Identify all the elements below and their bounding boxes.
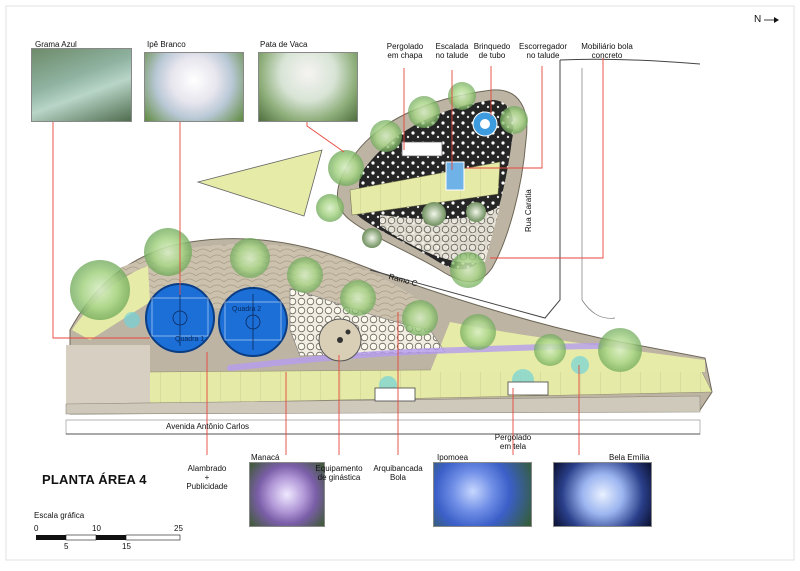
- label-bela-emilia: Bela Emília: [609, 453, 650, 462]
- scale-number: 0: [34, 524, 39, 533]
- lower-trees: [70, 228, 642, 394]
- scale-title: Escala gráfica: [34, 511, 85, 520]
- upper-trees: [316, 82, 528, 288]
- north-label: N: [754, 14, 762, 25]
- court-label-2: Quadra 2: [232, 306, 262, 313]
- leader-lines: [52, 58, 604, 455]
- label-manaca: Manacá: [251, 453, 280, 462]
- scale-number: 10: [92, 524, 101, 533]
- north-indicator: N: [754, 14, 761, 25]
- scale-number: 25: [174, 524, 183, 533]
- scale-number: 5: [64, 542, 69, 551]
- label-alambrado: Alambrado+Publicidade: [186, 464, 228, 491]
- street-avenida: Avenida Antônio Carlos: [166, 422, 250, 431]
- photo-ipe-branco: [144, 52, 244, 122]
- photo-ipomoea: [433, 462, 532, 527]
- lower-park-area: [65, 238, 713, 415]
- page-title: PLANTA ÁREA 4: [42, 472, 147, 487]
- scale-bar-graphic: [36, 534, 181, 541]
- photo-manaca: [249, 462, 325, 527]
- photo-grama-azul: [31, 48, 132, 122]
- label-grama-azul: Grama Azul: [35, 40, 77, 49]
- label-ipe-branco: Ipê Branco: [147, 40, 186, 49]
- photo-pata-de-vaca: [258, 52, 358, 122]
- label-pata-de-vaca: Pata de Vaca: [260, 40, 308, 49]
- photo-bela-emilia: [553, 462, 652, 527]
- street-rua: Rua Caratia: [524, 189, 533, 232]
- sports-courts: [145, 283, 288, 357]
- label-ipomoea: Ipomoea: [437, 453, 469, 462]
- court-label-1: Quadra 1: [175, 336, 205, 343]
- scale-number: 15: [122, 542, 131, 551]
